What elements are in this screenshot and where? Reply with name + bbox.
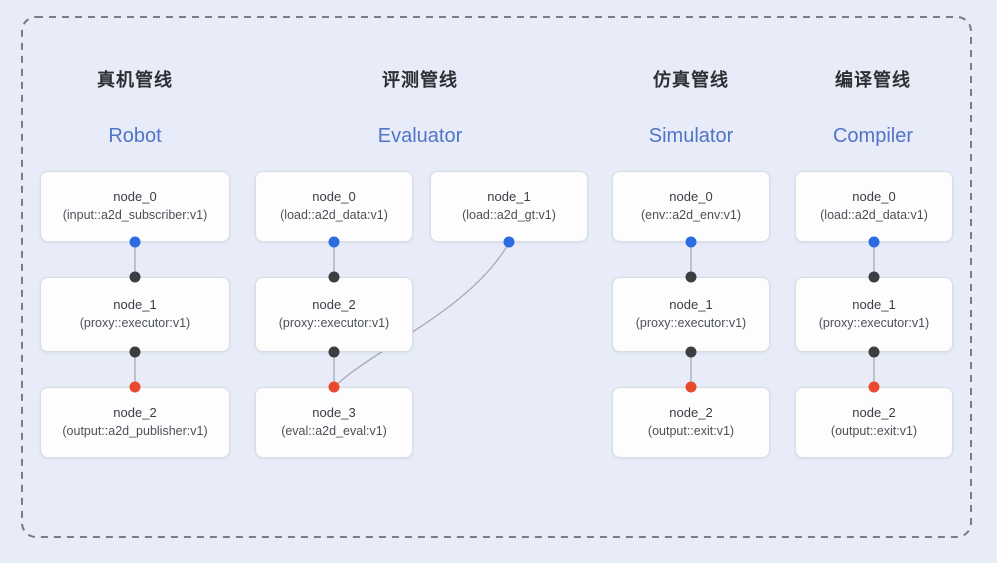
port-dot-black bbox=[328, 271, 340, 283]
node-type-label: (input::a2d_subscriber:v1) bbox=[62, 208, 208, 223]
port-dot-blue bbox=[328, 236, 340, 248]
port-dot-blue bbox=[503, 236, 515, 248]
port-dot-blue bbox=[129, 236, 141, 248]
node-compiler-node_2: node_2(output::exit:v1) bbox=[795, 387, 953, 458]
node-title: node_0 bbox=[669, 189, 713, 205]
pipeline-title-zh-compiler: 编译管线 bbox=[835, 70, 911, 90]
node-type-label: (env::a2d_env:v1) bbox=[640, 208, 742, 223]
node-title: node_0 bbox=[113, 189, 157, 205]
node-type-label: (load::a2d_data:v1) bbox=[280, 208, 388, 223]
node-title: node_1 bbox=[113, 297, 157, 313]
pipeline-title-zh-evaluator: 评测管线 bbox=[382, 70, 458, 90]
node-simulator-node_0: node_0(env::a2d_env:v1) bbox=[612, 171, 770, 242]
node-type-label: (proxy::executor:v1) bbox=[278, 316, 390, 331]
node-type-label: (load::a2d_gt:v1) bbox=[462, 208, 556, 223]
node-compiler-node_0: node_0(load::a2d_data:v1) bbox=[795, 171, 953, 242]
node-type-label: (proxy::executor:v1) bbox=[635, 316, 747, 331]
pipeline-title-zh-simulator: 仿真管线 bbox=[653, 70, 729, 90]
node-title: node_2 bbox=[852, 405, 896, 421]
node-title: node_1 bbox=[669, 297, 713, 313]
port-dot-black bbox=[868, 346, 880, 358]
port-dot-blue bbox=[868, 236, 880, 248]
node-type-label: (load::a2d_data:v1) bbox=[820, 208, 928, 223]
port-dot-black bbox=[129, 346, 141, 358]
port-dot-red bbox=[129, 381, 141, 393]
node-title: node_3 bbox=[312, 405, 356, 421]
node-type-label: (eval::a2d_eval:v1) bbox=[281, 424, 387, 439]
node-evaluator-node_2: node_2(proxy::executor:v1) bbox=[255, 277, 413, 352]
pipeline-title-en-robot: Robot bbox=[108, 125, 162, 147]
pipeline-title-en-evaluator: Evaluator bbox=[377, 125, 463, 147]
node-title: node_1 bbox=[487, 189, 531, 205]
port-dot-red bbox=[685, 381, 697, 393]
node-title: node_2 bbox=[669, 405, 713, 421]
node-evaluator-node_3: node_3(eval::a2d_eval:v1) bbox=[255, 387, 413, 458]
node-type-label: (proxy::executor:v1) bbox=[818, 316, 930, 331]
node-simulator-node_1: node_1(proxy::executor:v1) bbox=[612, 277, 770, 352]
diagram-frame bbox=[21, 16, 972, 538]
node-type-label: (output::exit:v1) bbox=[647, 424, 735, 439]
node-title: node_1 bbox=[852, 297, 896, 313]
port-dot-black bbox=[868, 271, 880, 283]
node-title: node_2 bbox=[312, 297, 356, 313]
node-type-label: (proxy::executor:v1) bbox=[79, 316, 191, 331]
node-title: node_0 bbox=[312, 189, 356, 205]
node-simulator-node_2: node_2(output::exit:v1) bbox=[612, 387, 770, 458]
node-type-label: (output::exit:v1) bbox=[830, 424, 918, 439]
port-dot-black bbox=[685, 271, 697, 283]
pipeline-title-zh-robot: 真机管线 bbox=[97, 70, 173, 90]
node-evaluator-node_1: node_1(load::a2d_gt:v1) bbox=[430, 171, 588, 242]
pipeline-title-en-compiler: Compiler bbox=[832, 125, 914, 147]
edge-connector-4 bbox=[334, 242, 510, 387]
node-robot-node_0: node_0(input::a2d_subscriber:v1) bbox=[40, 171, 230, 242]
node-robot-node_2: node_2(output::a2d_publisher:v1) bbox=[40, 387, 230, 458]
node-title: node_0 bbox=[852, 189, 896, 205]
node-title: node_2 bbox=[113, 405, 157, 421]
port-dot-black bbox=[328, 346, 340, 358]
port-dot-blue bbox=[685, 236, 697, 248]
port-dot-black bbox=[129, 271, 141, 283]
node-type-label: (output::a2d_publisher:v1) bbox=[62, 424, 208, 439]
pipeline-title-en-simulator: Simulator bbox=[648, 125, 734, 147]
port-dot-black bbox=[685, 346, 697, 358]
port-dot-red bbox=[868, 381, 880, 393]
node-robot-node_1: node_1(proxy::executor:v1) bbox=[40, 277, 230, 352]
port-dot-red bbox=[328, 381, 340, 393]
